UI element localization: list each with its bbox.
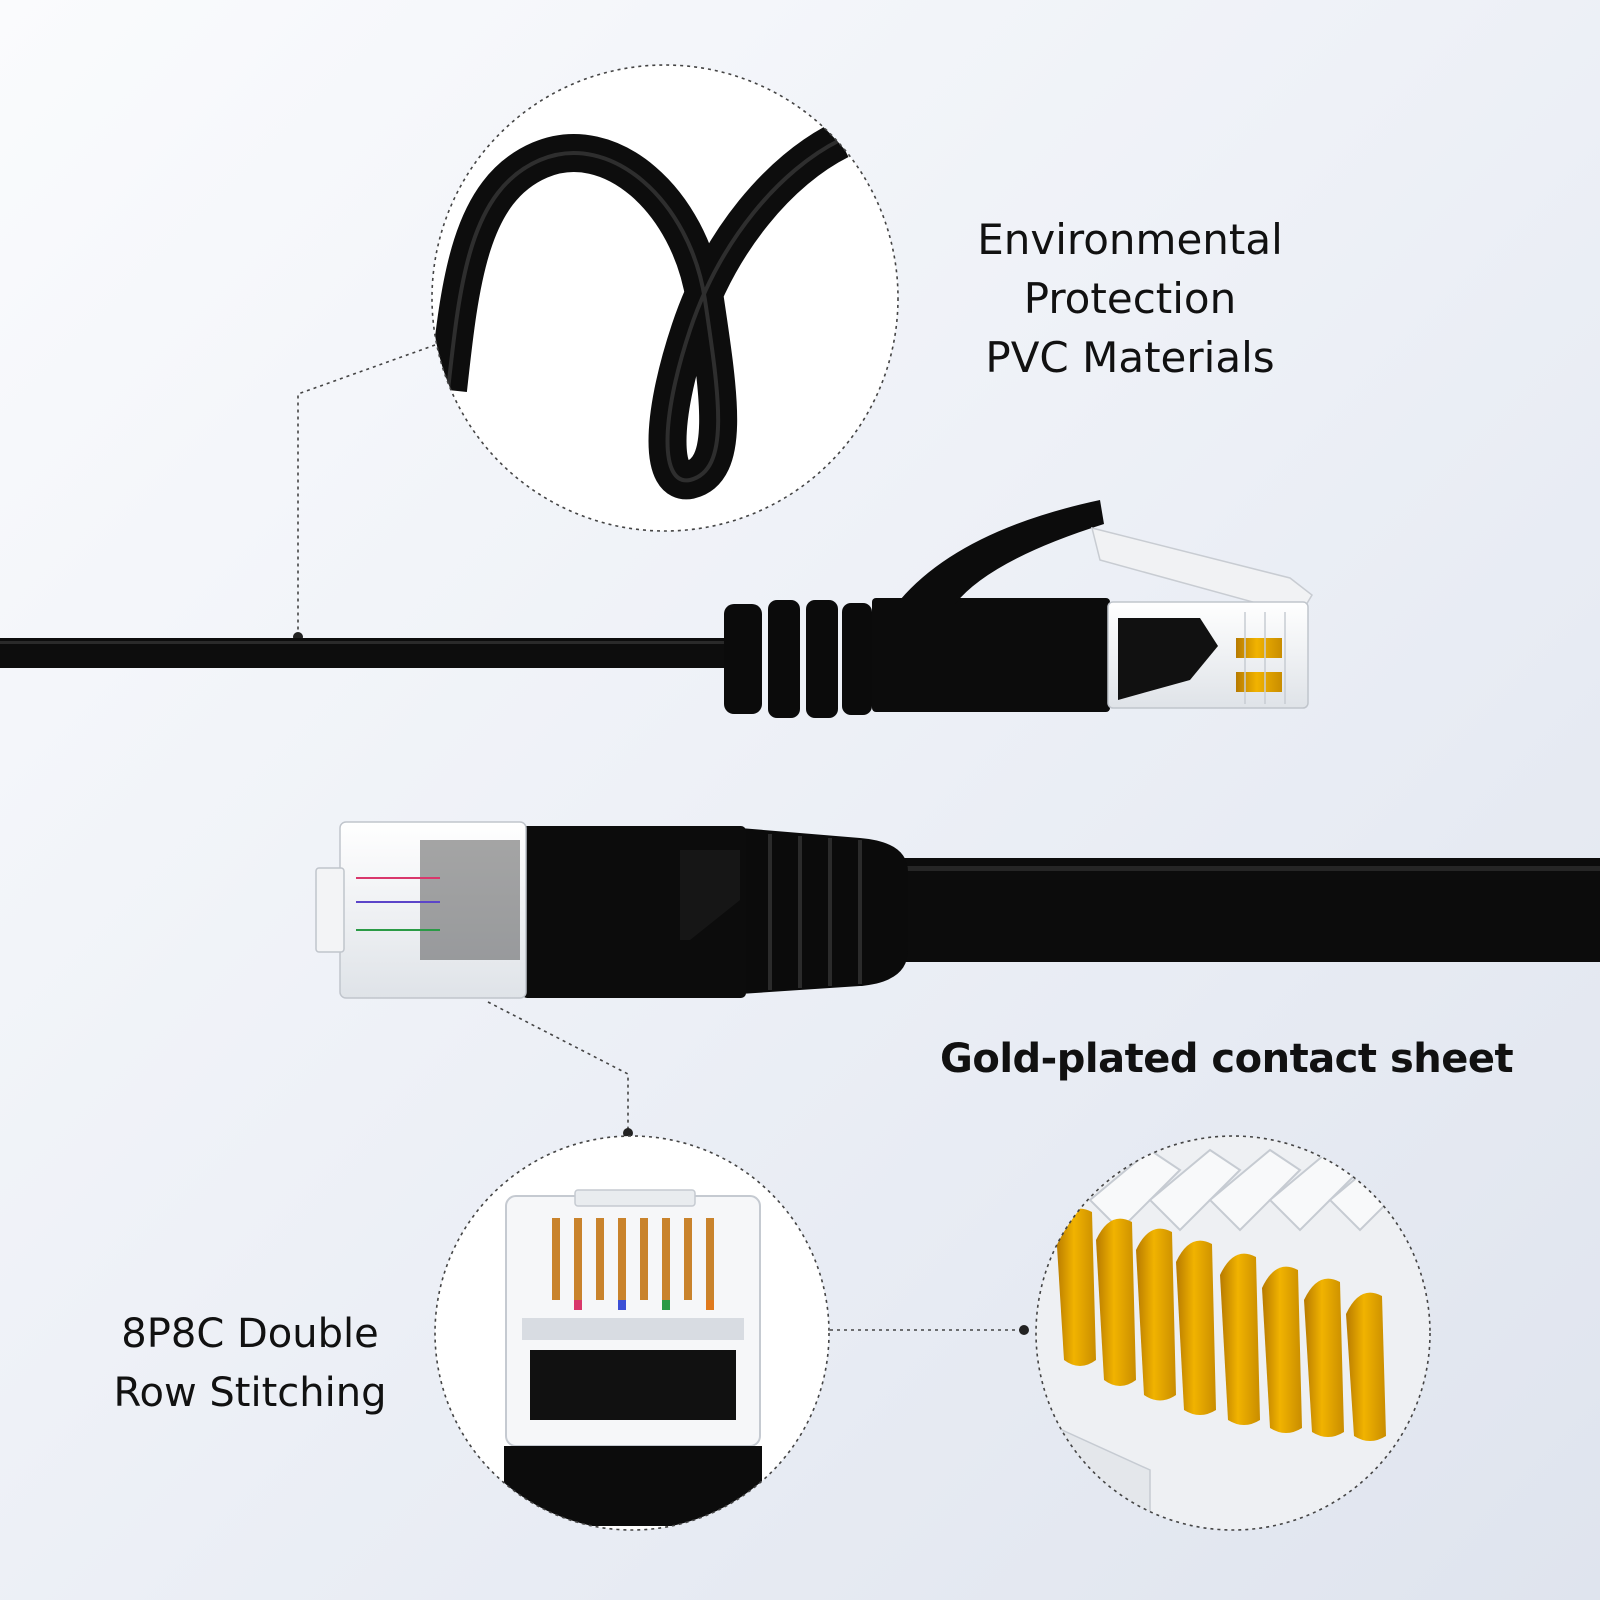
gold-contact-4 <box>1176 1240 1216 1415</box>
top-boot-ring-4 <box>842 603 872 715</box>
feature-label-pvc-line-1: Environmental <box>977 215 1283 264</box>
bottom-flat-cable <box>900 858 1600 962</box>
feature-label-8p8c-line-2: Row Stitching <box>113 1370 387 1416</box>
plug-front-wire-dots <box>574 1300 714 1310</box>
top-gold-contact-1 <box>1236 638 1282 658</box>
top-boot-ring-1 <box>724 604 762 714</box>
detail-circle-8p8c <box>434 1135 830 1531</box>
callout-line-stitching <box>487 1001 629 1133</box>
gold-contact-6 <box>1262 1266 1302 1433</box>
gold-contact-3 <box>1136 1228 1176 1401</box>
bottom-boot <box>740 828 908 994</box>
callout-line-pvc <box>297 344 436 637</box>
feature-label-8p8c-line-1: 8P8C Double <box>121 1311 379 1357</box>
gold-contact-2 <box>1096 1218 1136 1386</box>
top-latch-tab <box>900 500 1104 604</box>
top-cable-assembly <box>0 500 1313 718</box>
top-boot-ring-3 <box>806 600 838 718</box>
feature-label-8p8c: 8P8C Double Row Stitching <box>80 1305 420 1423</box>
feature-label-gold-contact: Gold-plated contact sheet <box>940 1036 1514 1082</box>
top-connector-body <box>872 598 1110 712</box>
top-boot-ring-2 <box>768 600 800 718</box>
plug-front-pins <box>552 1218 714 1300</box>
gold-contact-5 <box>1220 1253 1260 1425</box>
callout-lines <box>297 344 1024 1331</box>
plug-front-black-boot <box>504 1446 762 1526</box>
gold-contacts <box>1056 1208 1386 1441</box>
gold-contact-7 <box>1304 1278 1344 1437</box>
feature-label-pvc-line-2: Protection <box>1023 274 1237 323</box>
bottom-cable-assembly <box>315 821 1600 999</box>
gold-contact-1 <box>1056 1208 1096 1366</box>
gold-contact-8 <box>1346 1292 1386 1441</box>
detail-circle-pvc <box>431 64 899 532</box>
feature-label-pvc-line-3: PVC Materials <box>985 333 1275 382</box>
detail-circle-gold <box>1035 1135 1431 1531</box>
feature-label-pvc: Environmental Protection PVC Materials <box>960 210 1300 387</box>
callout-dot-gold <box>1019 1325 1029 1335</box>
plug-front-black-insert <box>530 1350 736 1420</box>
top-gold-contact-2 <box>1236 672 1282 692</box>
